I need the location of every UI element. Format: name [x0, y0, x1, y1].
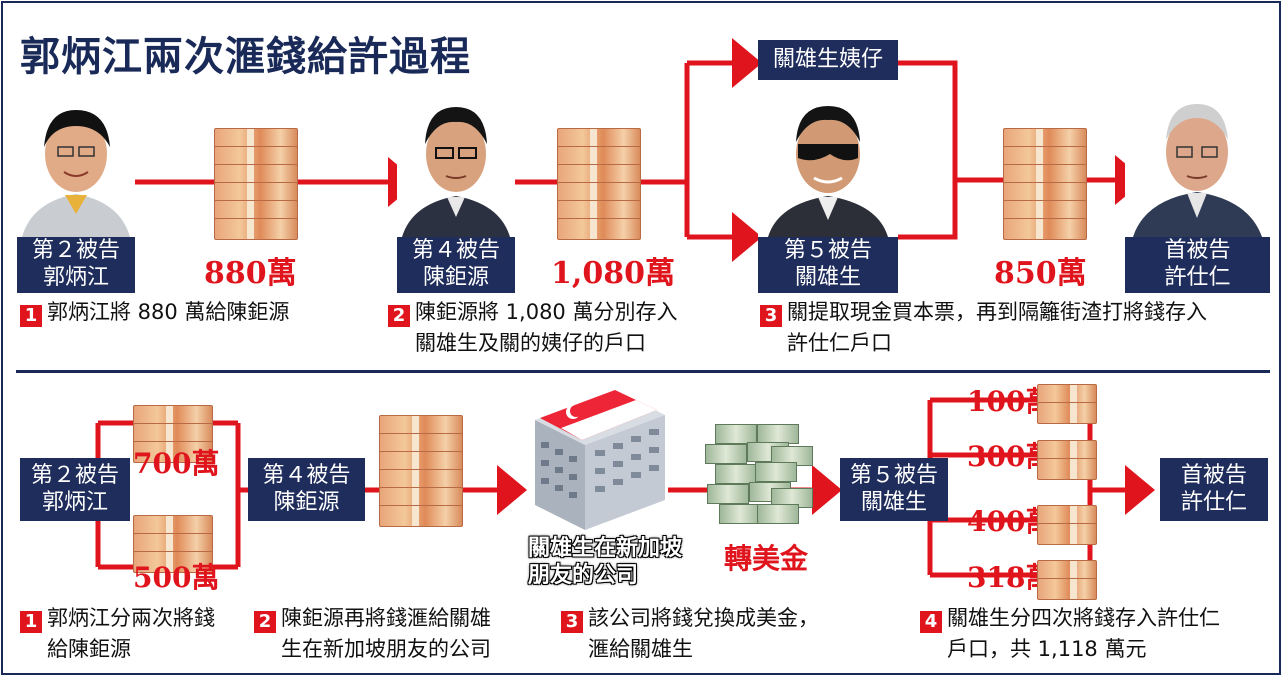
- label-chan-top: 第４被告陳鉅源: [397, 237, 515, 293]
- person-name: 郭炳江: [42, 265, 109, 290]
- label-kwan-bottom: 第５被告關雄生: [840, 458, 948, 521]
- us-dollar-bundle-icon: [705, 422, 815, 527]
- role-label: 第５被告: [849, 462, 938, 488]
- amount-500: 500萬: [133, 561, 220, 594]
- person-name: 關雄生: [794, 265, 861, 290]
- section-divider: [16, 370, 1270, 373]
- step-text-line2: 許仕仁戶口: [787, 331, 892, 355]
- portrait-kwok: [17, 92, 135, 237]
- label-hui-top: 首被告許仕仁: [1125, 237, 1270, 293]
- step-text-line2: 滙給關雄生: [588, 637, 693, 661]
- cash-bundle-icon: [1037, 384, 1097, 424]
- person-name: 陳鉅源: [422, 265, 489, 290]
- step-text-line2: 生在新加坡朋友的公司: [281, 637, 491, 661]
- step-number: 2: [388, 305, 410, 327]
- label-kwan-top: 第５被告關雄生: [758, 237, 898, 293]
- portrait-hui: [1125, 92, 1270, 237]
- cash-bundle-icon: [1037, 505, 1097, 545]
- building-label-line2: 朋友的公司: [528, 563, 639, 588]
- step-text: 關雄生分四次將錢存入許仕仁: [947, 606, 1220, 630]
- person-name: 陳鉅源: [273, 489, 340, 515]
- building-label-line1: 關雄生在新加坡: [528, 536, 683, 561]
- step-number: 1: [20, 305, 42, 327]
- person-name: 關雄生: [860, 489, 927, 515]
- step-number: 3: [760, 305, 782, 327]
- step-text: 郭炳江分兩次將錢: [47, 606, 215, 630]
- amount-850: 850萬: [994, 256, 1087, 291]
- step-text-line2: 關雄生及關的姨仔的戶口: [415, 331, 646, 355]
- role-label: 第２被告: [31, 238, 120, 264]
- person-name: 許仕仁: [1180, 489, 1247, 515]
- cash-bundle-icon: [1037, 560, 1097, 600]
- step-number: 4: [920, 611, 942, 633]
- role-label: 首被告: [1180, 462, 1247, 488]
- office-building-icon: [515, 380, 675, 540]
- role-label: 第４被告: [262, 462, 351, 488]
- step-number: 2: [254, 611, 276, 633]
- amount-880: 880萬: [204, 256, 297, 291]
- arrow-sister-out: [898, 60, 958, 240]
- convert-usd-label: 轉美金: [724, 542, 809, 575]
- cash-bundle-icon: [1037, 440, 1097, 480]
- sister-label-text: 關雄生姨仔: [772, 46, 883, 72]
- portrait-chan: [397, 92, 515, 237]
- label-kwok-bottom: 第２被告郭炳江: [20, 458, 130, 521]
- amount-1080: 1,080萬: [551, 256, 675, 291]
- role-label: 第４被告: [411, 238, 500, 264]
- step-text: 關提取現金買本票，再到隔籬街渣打將錢存入: [787, 300, 1207, 324]
- cash-bundle-icon: [133, 515, 213, 573]
- step-text: 郭炳江將 880 萬給陳鉅源: [47, 300, 290, 324]
- step-text-line2: 戶口，共 1,118 萬元: [947, 637, 1147, 661]
- cash-bundle-icon: [379, 415, 464, 527]
- person-name: 郭炳江: [41, 489, 108, 515]
- step-number: 3: [561, 611, 583, 633]
- step-text-line2: 給陳鉅源: [47, 637, 131, 661]
- step-text: 該公司將錢兌換成美金，: [588, 606, 819, 630]
- step-number: 1: [20, 611, 42, 633]
- person-name: 許仕仁: [1164, 265, 1231, 290]
- portrait-kwan: [758, 92, 898, 237]
- role-label: 第２被告: [30, 462, 119, 488]
- label-chan-bottom: 第４被告陳鉅源: [248, 458, 365, 521]
- role-label: 首被告: [1164, 238, 1231, 264]
- cash-bundle-icon: [557, 128, 642, 240]
- label-kwok-top: 第２被告郭炳江: [17, 237, 135, 293]
- page-title: 郭炳江兩次滙錢給許過程: [20, 33, 471, 80]
- label-hui-bottom: 首被告許仕仁: [1160, 458, 1268, 521]
- step-text: 陳鉅源再將錢滙給關雄: [281, 606, 491, 630]
- step-text: 陳鉅源將 1,080 萬分別存入: [415, 300, 678, 324]
- cash-bundle-icon: [1003, 128, 1088, 240]
- cash-bundle-icon: [214, 128, 299, 240]
- role-label: 第５被告: [783, 238, 872, 264]
- label-kwan-sister: 關雄生姨仔: [758, 40, 898, 80]
- building-label: 關雄生在新加坡 朋友的公司: [528, 535, 682, 589]
- amount-700: 700萬: [133, 447, 220, 480]
- singapore-flag-icon: [540, 390, 657, 440]
- cash-bundle-icon: [133, 405, 213, 463]
